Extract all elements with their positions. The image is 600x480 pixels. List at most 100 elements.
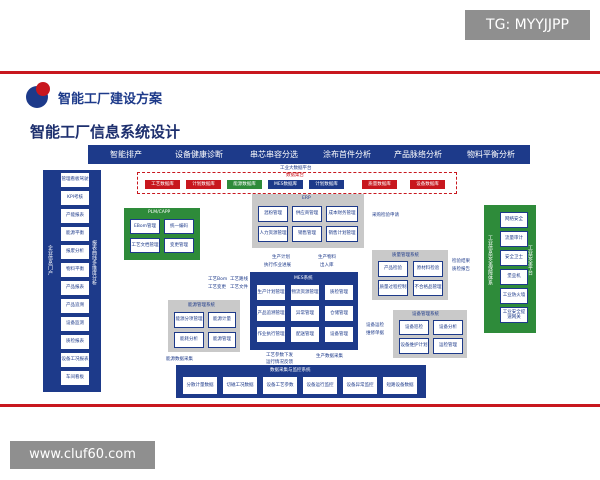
right-panel-item: 安全卫士 <box>500 250 528 266</box>
label-proc: 工艺参数下发 <box>266 353 293 358</box>
quality-cell: 产品检验 <box>378 261 408 277</box>
erp-cell: 销售计划管理 <box>326 226 358 242</box>
right-panel-item: 工业安全提速网关 <box>500 307 528 323</box>
tab-cell-sorting: 串芯串容分选 <box>238 147 310 162</box>
mes-cell: 仓储管理 <box>324 305 354 322</box>
label-energy-collect: 能源数据采集 <box>166 357 193 362</box>
energy-title: 能源管理系统 <box>188 303 215 308</box>
label-proc2: 运行情况反馈 <box>266 360 293 365</box>
left-panel-item: 设备工况报表 <box>60 352 90 368</box>
bottom-red-line <box>0 404 600 407</box>
mes-cell: 产品追溯管理 <box>256 305 286 322</box>
equipment-cell: 设备分析 <box>433 320 463 335</box>
right-panel-item: 工业防火墙 <box>500 288 528 304</box>
mes-cell: 配送管理 <box>290 326 320 343</box>
label-report: 质检报告 <box>452 267 470 272</box>
collection-cell: 设备工艺参数 <box>262 376 298 395</box>
plm-cell: 工艺文档管理 <box>130 238 160 253</box>
tab-material-balance: 物料平衡分析 <box>455 147 527 162</box>
label-route: 工艺路线 <box>230 277 248 282</box>
right-panel-item: 网络安全 <box>500 212 528 228</box>
site-watermark: www.cluf60.com <box>10 441 155 469</box>
mes-cell: 物流资源管理 <box>290 284 320 301</box>
erp-cell: 成本财务管理 <box>326 206 358 222</box>
tab-smart-scheduling: 智能排产 <box>92 147 160 162</box>
label-doc: 工艺文件 <box>230 285 248 290</box>
header-title: 智能工厂建设方案 <box>58 92 163 107</box>
equipment-cell: 设备巡检 <box>399 320 429 335</box>
label-bom: 工艺Bom <box>208 277 228 282</box>
left-panel-item: 能源平衡 <box>60 226 90 242</box>
plm-title: PLM/CAPP <box>148 210 171 215</box>
left-panel-item: 报废分析 <box>60 244 90 260</box>
erp-title: ERP <box>302 196 311 201</box>
left-panel-item: 车间看板 <box>60 370 90 386</box>
left-panel-item: KPI考核 <box>60 190 90 206</box>
plm-cell: 变更管理 <box>164 238 194 253</box>
quality-cell: 不合格品管理 <box>413 280 443 296</box>
erp-cell: 混粉管理 <box>258 206 288 222</box>
db-chip: 工艺数据库 <box>145 180 180 189</box>
platform-sub: 数据集合 <box>286 173 304 178</box>
mes-cell: 质检管理 <box>324 284 354 301</box>
right-panel-item: 堡垒机 <box>500 269 528 285</box>
db-chip: 设备数据库 <box>410 180 445 189</box>
tab-equipment-health: 设备健康诊断 <box>163 147 235 162</box>
label-material: 生产物料 <box>318 255 336 260</box>
left-panel-item: 产品报表 <box>60 280 90 296</box>
slide-title: 智能工厂信息系统设计 <box>30 123 181 141</box>
label-maint: 设备运检 <box>366 323 384 328</box>
erp-cell: 人力资源管理 <box>258 226 288 242</box>
platform-label: 工业大数据平台 <box>280 166 312 171</box>
label-plan: 生产计划 <box>272 255 290 260</box>
collection-cell: 切磁工况数据 <box>222 376 258 395</box>
plm-cell: 统一编码 <box>164 219 194 234</box>
db-chip: 能源数据库 <box>227 180 262 189</box>
equipment-cell: 运检管理 <box>433 338 463 354</box>
collection-cell: 设备运行监控 <box>302 376 338 395</box>
db-chip: 质量数据库 <box>362 180 397 189</box>
db-chip: 计划数据库 <box>309 180 344 189</box>
logo-dot-icon <box>36 82 50 96</box>
mes-title: MES系统 <box>294 276 313 281</box>
left-vtext-analysis: 报表曲线多维度分析 <box>91 240 97 285</box>
left-panel-item: 质检报表 <box>60 334 90 350</box>
right-panel-item: 流量审计 <box>500 231 528 247</box>
label-change: 工艺变更 <box>208 285 226 290</box>
quality-cell: 原材料检验 <box>413 261 443 277</box>
collection-cell: 分散计量数据 <box>182 376 218 395</box>
erp-cell: 销售管理 <box>292 226 322 242</box>
right-vtext-platform: 工业安全平台 <box>527 245 533 275</box>
tab-coating-analysis: 涂布首件分析 <box>313 147 381 162</box>
mes-cell: 异常管理 <box>290 305 320 322</box>
left-panel-item: 管理看板驾驶 <box>60 172 90 188</box>
plm-cell: EBom管理 <box>130 219 160 234</box>
quality-title: 质量管理系统 <box>392 253 419 258</box>
tab-product-analysis: 产品脉络分析 <box>384 147 452 162</box>
mes-cell: 作业执行管理 <box>256 326 286 343</box>
energy-cell: 能源管理 <box>208 332 236 348</box>
equipment-title: 设备管理系统 <box>412 312 439 317</box>
equipment-cell: 设备维护计划 <box>399 338 429 354</box>
energy-cell: 能耗分析 <box>174 332 204 348</box>
label-sampling: 采购检验申请 <box>372 213 399 218</box>
platform-frame <box>137 172 457 194</box>
left-panel-item: 设备监测 <box>60 316 90 332</box>
tg-watermark: TG: MYYJJPP <box>465 10 590 40</box>
collection-title: 数据采集与监控系统 <box>270 368 311 373</box>
left-vtext-portal: 企业信息门户 <box>47 245 53 275</box>
mes-cell: 生产计划管理 <box>256 284 286 301</box>
erp-cell: 供应商管理 <box>292 206 322 222</box>
left-panel-item: 产能报表 <box>60 208 90 224</box>
left-panel-item: 产品追溯 <box>60 298 90 314</box>
energy-cell: 能源分项管理 <box>174 312 204 328</box>
quality-cell: 质量过程控制 <box>378 280 408 296</box>
energy-cell: 能源计量 <box>208 312 236 328</box>
label-exec: 执行作业进展 <box>264 263 291 268</box>
collection-cell: 短路设备数据 <box>382 376 418 395</box>
right-vtext-security: 工业信息安全保障体系 <box>487 235 493 285</box>
label-prod: 生产数据采集 <box>316 354 343 359</box>
label-maint2: 维修单据 <box>366 331 384 336</box>
label-warehouse: 出入库 <box>320 263 334 268</box>
db-chip: 计划数据库 <box>186 180 221 189</box>
